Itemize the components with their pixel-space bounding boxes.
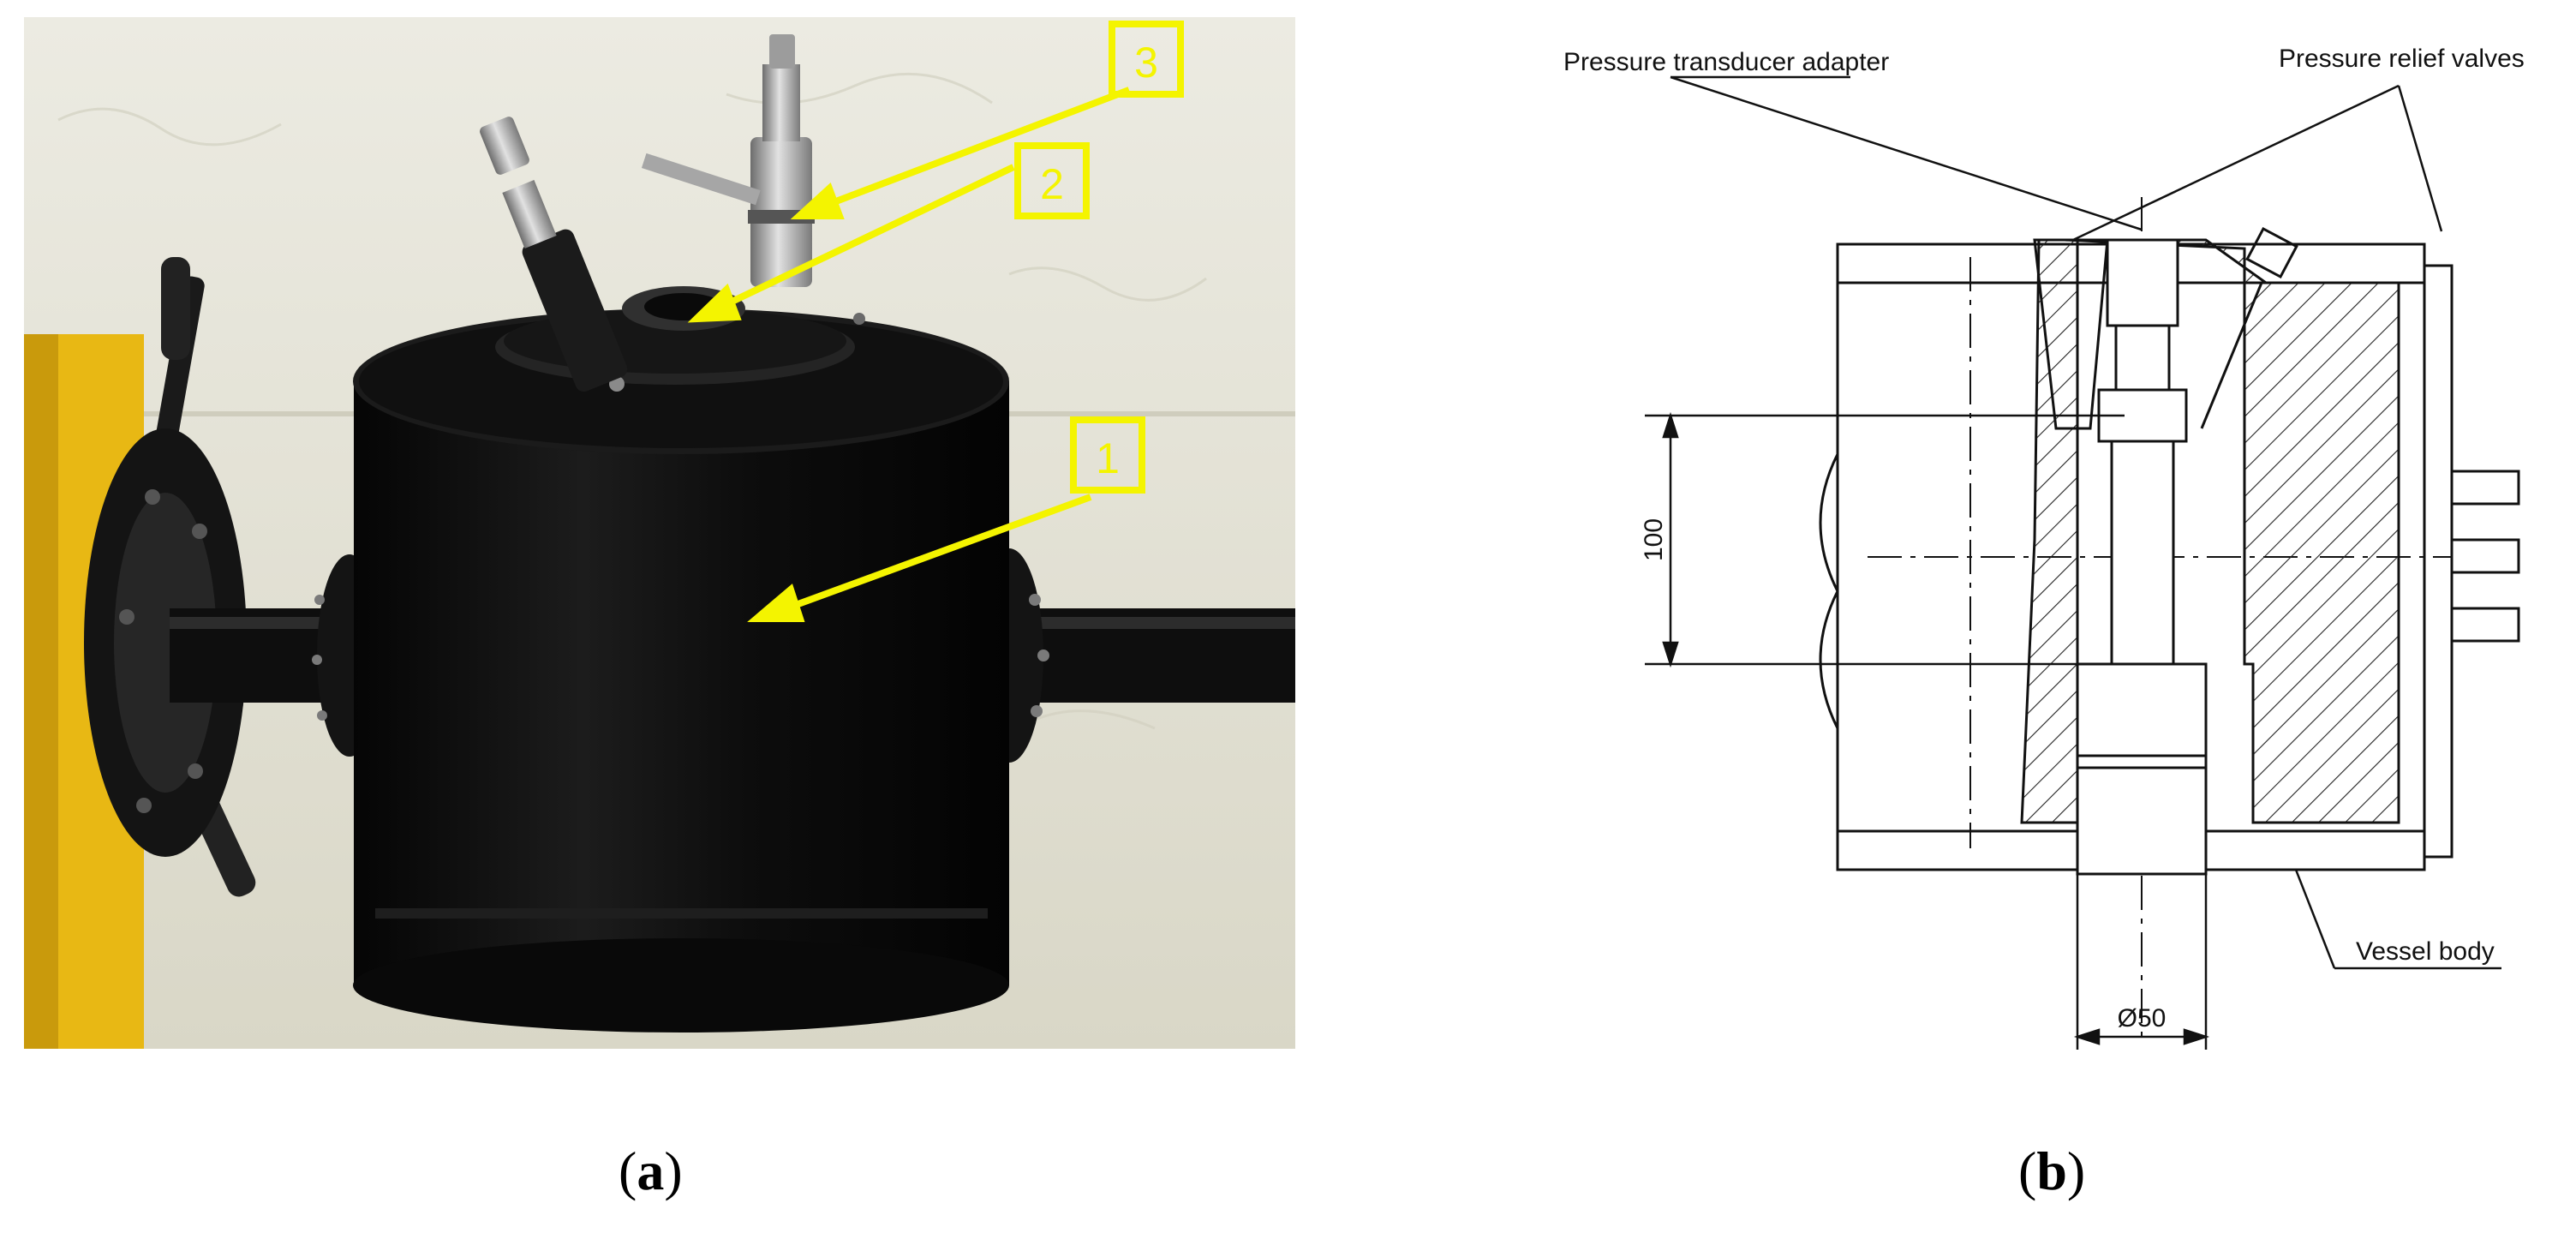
dim-diameter-label: Ø50: [2118, 1004, 2167, 1032]
central-bore: [2076, 238, 2208, 876]
vessel-photo: 1 2 3: [24, 17, 1295, 1049]
callout-arrows: [687, 87, 1131, 622]
svg-text:3: 3: [1134, 39, 1158, 87]
vessel-body: [353, 308, 1009, 1032]
bolts: [2450, 470, 2520, 643]
label-vessel-body: Vessel body: [2356, 937, 2495, 966]
caption-b: (b): [2018, 1140, 2086, 1201]
callout-3: 3: [1109, 21, 1184, 98]
dim-height-label: 100: [1640, 518, 1668, 561]
label-transducer-adapter: Pressure transducer adapter: [1563, 48, 1889, 76]
steel-valve: [641, 34, 815, 287]
dimension-diameter: [2073, 874, 2210, 1050]
svg-text:1: 1: [1096, 434, 1120, 482]
black-valve: [480, 117, 628, 392]
leader-lines: [1670, 75, 2501, 970]
svg-text:2: 2: [1040, 160, 1064, 208]
callout-1: 1: [1070, 416, 1145, 494]
caption-a: (a): [619, 1140, 683, 1201]
yellow-machine-shade: [24, 334, 58, 1049]
label-relief-valves: Pressure relief valves: [2279, 45, 2525, 73]
relief-ports: [2033, 226, 2298, 430]
callout-2: 2: [1014, 142, 1090, 219]
dimension-100: [1645, 411, 2125, 668]
vessel-section-drawing: 100 Ø50 Pressure transducer adapter Pres…: [1563, 45, 2525, 1050]
